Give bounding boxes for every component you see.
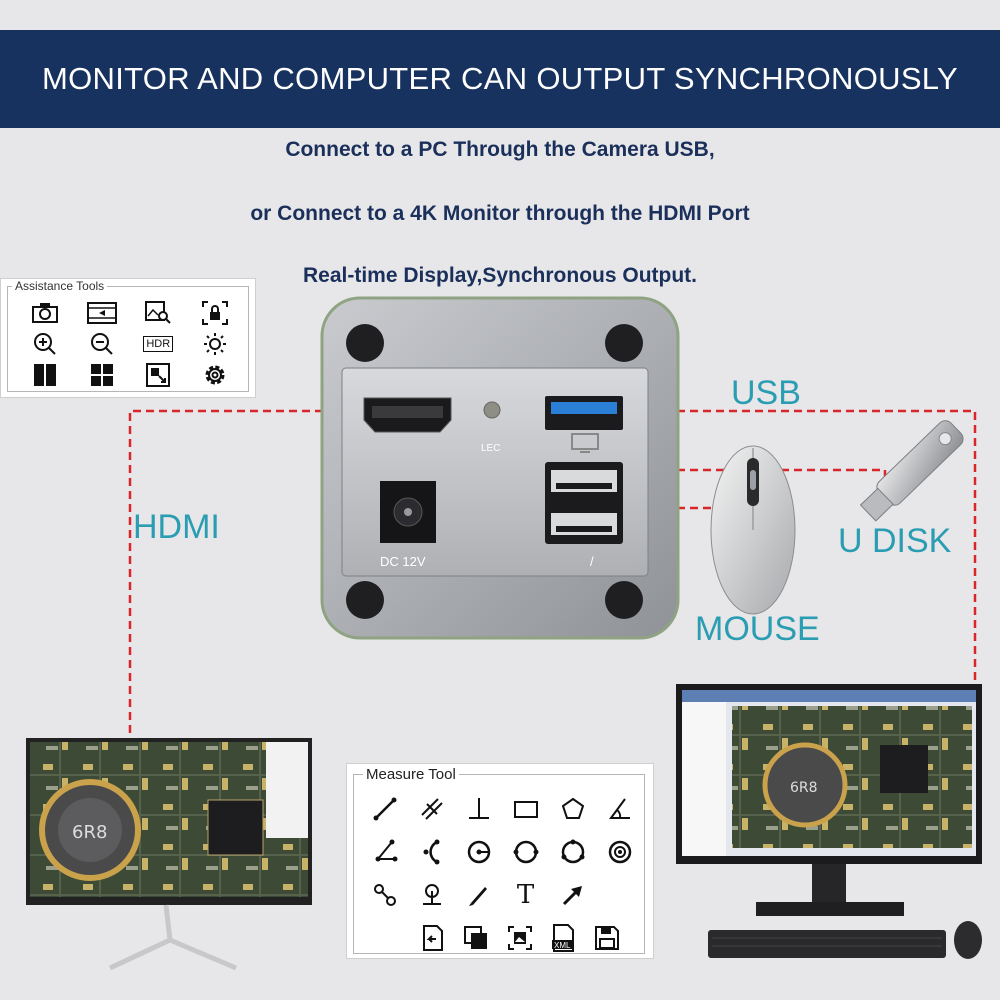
export-icon[interactable] [411,922,455,954]
angle-icon[interactable] [596,788,643,831]
subtitle-line-3: Real-time Display,Synchronous Output. [303,264,697,287]
concentric-circle-icon[interactable] [596,831,643,874]
arrow-icon[interactable] [549,873,596,916]
arc-icon[interactable] [408,831,455,874]
hdr-label: HDR [143,335,174,352]
settings-icon[interactable] [187,360,244,391]
pen-icon[interactable] [455,873,502,916]
circle-icon[interactable] [502,831,549,874]
zoom-in-icon[interactable] [17,328,74,359]
save-icon[interactable] [585,922,629,954]
svg-text:6R8: 6R8 [790,780,818,796]
image-export-icon[interactable] [498,922,542,954]
three-point-circle-icon[interactable] [549,831,596,874]
crop-icon[interactable] [130,360,187,391]
xml-export-icon[interactable]: XML [542,922,586,954]
zoom-out-icon[interactable] [74,328,131,359]
copy-icon[interactable] [455,922,499,954]
pc-setup: 6R8 [676,684,982,959]
point-to-line-icon[interactable] [408,873,455,916]
banner-title: MONITOR AND COMPUTER CAN OUTPUT SYNCHRON… [0,30,1000,128]
assistance-tools-title: Assistance Tools [12,279,108,293]
three-point-angle-icon[interactable] [361,831,408,874]
image-search-icon[interactable] [130,297,187,328]
lock-icon[interactable] [187,297,244,328]
rectangle-icon[interactable] [502,788,549,831]
mouse-device [710,445,796,615]
exposure-icon[interactable] [187,328,244,359]
subtitle-line-2: or Connect to a 4K Monitor through the H… [250,202,750,225]
svg-text:XML: XML [554,941,571,950]
split-four-icon[interactable] [74,360,131,391]
circle-center-icon[interactable] [455,831,502,874]
mouse-label: MOUSE [695,610,820,648]
dc-label: DC 12V [380,554,426,569]
split-two-icon[interactable] [17,360,74,391]
measure-tool-title: Measure Tool [363,766,459,783]
assistance-tools-panel: Assistance Tools HDR [0,278,256,398]
measure-tool-panel: Measure Tool [346,763,654,959]
svg-text:/: / [590,554,594,569]
u-disk-label: U DISK [838,522,952,560]
subtitle-line-1: Connect to a PC Through the Camera USB, [285,138,715,161]
hdmi-label: HDMI [133,508,220,546]
video-record-icon[interactable] [74,297,131,328]
two-circle-distance-icon[interactable] [361,873,408,916]
polygon-icon[interactable] [549,788,596,831]
text-tool-label: T [516,879,535,910]
perpendicular-icon[interactable] [455,788,502,831]
led-label: LEC [481,443,500,454]
camera-icon[interactable] [17,297,74,328]
usb-cable-udisk [625,468,887,488]
line-icon[interactable] [361,788,408,831]
hdr-icon[interactable]: HDR [130,328,187,359]
left-monitor: 6R8 [26,738,312,971]
usb-cable-pc [625,409,977,690]
parallel-icon[interactable] [408,788,455,831]
text-icon[interactable]: T [502,873,549,916]
svg-text:6R8: 6R8 [72,822,107,843]
camera-device: / [320,296,680,640]
u-disk-device [859,420,964,522]
usb-label: USB [731,374,801,412]
